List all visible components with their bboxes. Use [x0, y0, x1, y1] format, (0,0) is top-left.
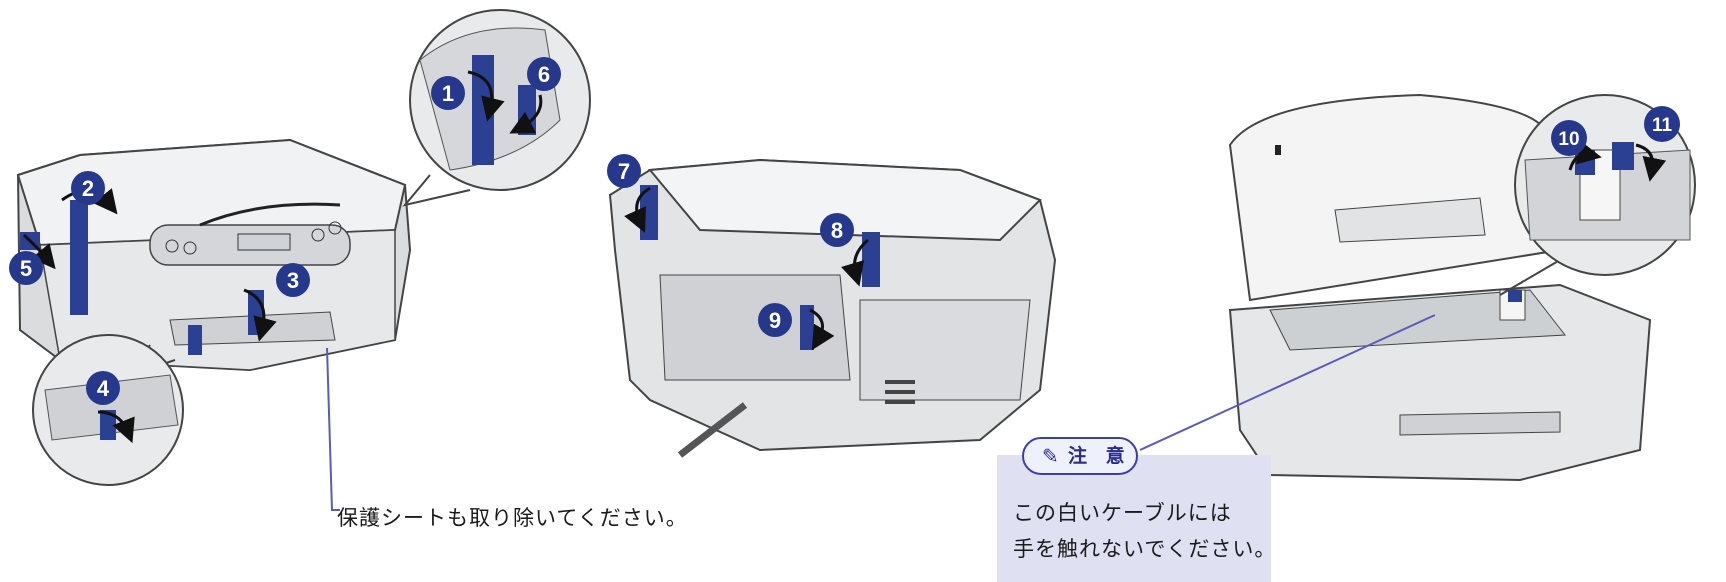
- tape-11: [1612, 142, 1634, 170]
- tape-2: [70, 200, 88, 315]
- svg-text:2: 2: [82, 176, 94, 201]
- tape-4: [188, 325, 202, 355]
- zoom-circle-4: [32, 334, 184, 486]
- caption-leader-line: [326, 347, 340, 511]
- svg-text:3: 3: [287, 268, 299, 293]
- step-badge: 4: [86, 371, 120, 405]
- printer-open: [1228, 93, 1652, 482]
- tape-8: [862, 232, 880, 287]
- step-badge: 11: [1644, 106, 1680, 142]
- svg-text:10: 10: [1558, 129, 1579, 150]
- step-badge: 1: [431, 76, 465, 110]
- svg-text:7: 7: [618, 159, 630, 184]
- zoom-circle-1-6: [402, 9, 591, 207]
- note-leader-line: [1139, 314, 1436, 451]
- svg-text:9: 9: [769, 308, 781, 333]
- note-text-line-1: この白いケーブルには: [1013, 501, 1232, 525]
- svg-text:6: 6: [538, 62, 550, 87]
- step-badge: 2: [71, 171, 105, 205]
- printer-rear: [608, 158, 1057, 458]
- note-badge: ✎ 注 意: [1022, 437, 1138, 475]
- step-badge: 10: [1551, 120, 1587, 156]
- step-badge: 6: [527, 57, 561, 91]
- pencil-icon: ✎: [1042, 444, 1059, 468]
- step-badge: 3: [276, 263, 310, 297]
- printer-front: [16, 138, 412, 372]
- svg-text:8: 8: [831, 218, 843, 243]
- step-badge: 5: [9, 251, 43, 285]
- step-badge: 9: [758, 303, 792, 337]
- svg-text:4: 4: [97, 376, 110, 401]
- step-badge: 8: [820, 213, 854, 247]
- svg-text:5: 5: [20, 256, 32, 281]
- note-text-line-2: 手を触れないでください。: [1013, 537, 1277, 561]
- note-box: [997, 455, 1271, 582]
- note-title: 注 意: [1068, 445, 1131, 467]
- svg-text:11: 11: [1652, 115, 1673, 136]
- tape-9: [800, 305, 814, 350]
- svg-text:1: 1: [442, 81, 454, 106]
- protective-sheet-caption: 保護シートも取り除いてください。: [337, 506, 688, 530]
- step-badge: 7: [607, 154, 641, 188]
